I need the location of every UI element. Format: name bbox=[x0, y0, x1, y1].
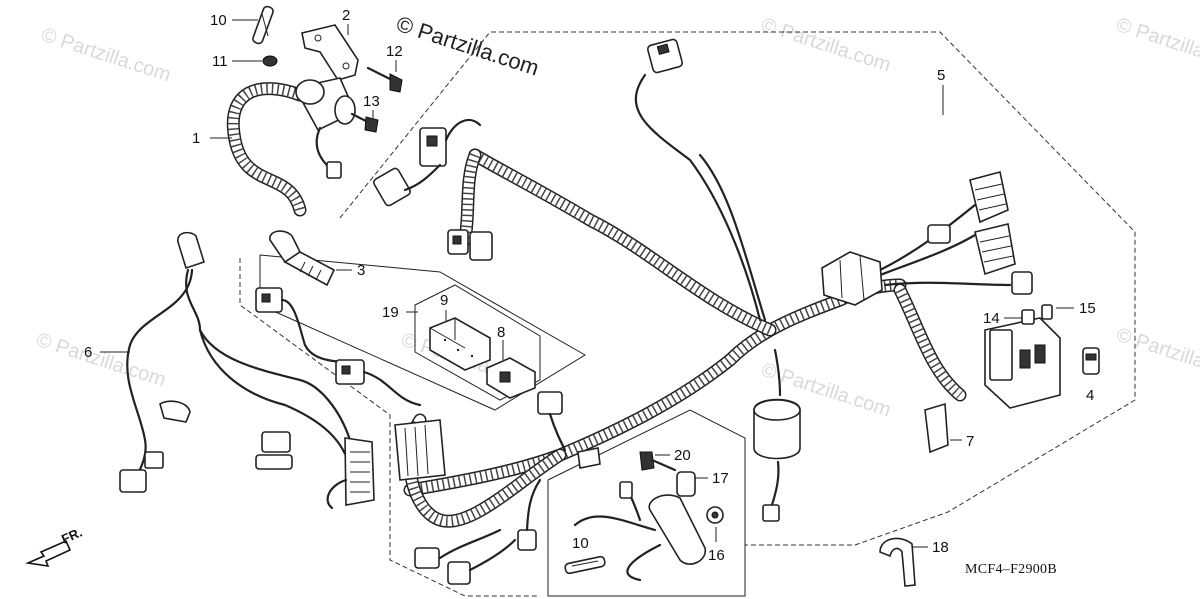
part-17-ignition-coil[interactable] bbox=[573, 471, 706, 582]
part-8-connector[interactable] bbox=[486, 357, 536, 399]
clamp-icon[interactable] bbox=[879, 537, 916, 587]
part-10-band-top[interactable] bbox=[252, 5, 274, 45]
callout-13: 13 bbox=[363, 93, 380, 110]
part-9-connector[interactable] bbox=[429, 317, 491, 371]
watermark-text: © Partzilla.com bbox=[1113, 14, 1200, 77]
callout-19: 19 bbox=[382, 304, 399, 321]
callout-16: 16 bbox=[708, 547, 725, 564]
part-3-plug-cap[interactable] bbox=[269, 230, 336, 287]
callout-11: 11 bbox=[212, 53, 228, 70]
watermark-text: © Partzilla.com bbox=[33, 329, 168, 392]
fuse-box[interactable] bbox=[984, 317, 1061, 409]
part-1-wire[interactable] bbox=[226, 82, 307, 217]
front-arrow-icon: FR. bbox=[25, 525, 84, 567]
part-11-grommet[interactable] bbox=[262, 55, 278, 67]
callout-10-top: 10 bbox=[210, 12, 227, 29]
part-7-plate[interactable] bbox=[924, 402, 949, 454]
part-4-fuse[interactable] bbox=[1082, 347, 1100, 375]
ignition-coil-icon[interactable] bbox=[293, 77, 357, 179]
copyright-watermark: © Partzilla.com bbox=[393, 11, 542, 81]
drawing-code: MCF4–F2900B bbox=[965, 562, 1057, 577]
coil-group-outline bbox=[547, 409, 746, 597]
connector-kit-outline bbox=[259, 254, 586, 411]
wire-harness-icon[interactable] bbox=[372, 38, 1061, 585]
direction-label: FR. bbox=[59, 525, 84, 547]
callout-18: 18 bbox=[932, 539, 949, 556]
callout-5: 5 bbox=[937, 67, 945, 84]
callout-1: 1 bbox=[192, 130, 200, 147]
connector-icon[interactable] bbox=[255, 287, 422, 407]
sub-harness-outline bbox=[239, 258, 540, 597]
callout-3: 3 bbox=[357, 262, 365, 279]
watermark-text: © Partzilla.com bbox=[758, 14, 893, 77]
callout-14: 14 bbox=[983, 310, 1000, 327]
fuse-icon[interactable] bbox=[1021, 304, 1053, 325]
part-20-bolt[interactable] bbox=[639, 451, 677, 472]
part-2-bracket[interactable] bbox=[301, 24, 359, 81]
callout-20: 20 bbox=[674, 447, 691, 464]
part-16-nut[interactable] bbox=[706, 506, 724, 524]
main-harness-outline bbox=[339, 31, 1136, 546]
watermark-text: © Partzilla.com bbox=[1113, 324, 1200, 387]
callout-6: 6 bbox=[84, 344, 92, 361]
callout-7: 7 bbox=[966, 433, 974, 450]
callout-labels: 1 2 3 4 5 6 7 8 9 10 10 11 12 13 14 15 1… bbox=[84, 7, 1096, 564]
junction-block bbox=[821, 251, 883, 306]
callout-9: 9 bbox=[440, 292, 448, 309]
callout-17: 17 bbox=[712, 470, 729, 487]
callout-10-bottom: 10 bbox=[572, 535, 589, 552]
callout-15: 15 bbox=[1079, 300, 1096, 317]
watermark-text: © Partzilla.com bbox=[38, 24, 173, 87]
callout-4: 4 bbox=[1086, 387, 1094, 404]
callout-2: 2 bbox=[342, 7, 350, 24]
callout-12: 12 bbox=[386, 43, 403, 60]
part-13-bolt[interactable] bbox=[350, 112, 379, 133]
leader-lines bbox=[100, 19, 1074, 548]
kit-19-box bbox=[414, 284, 541, 401]
part-12-bolt[interactable] bbox=[366, 66, 403, 93]
part-6-sub-harness[interactable] bbox=[119, 231, 375, 510]
callout-8: 8 bbox=[497, 324, 505, 341]
part-10-band-bottom[interactable] bbox=[564, 555, 606, 575]
